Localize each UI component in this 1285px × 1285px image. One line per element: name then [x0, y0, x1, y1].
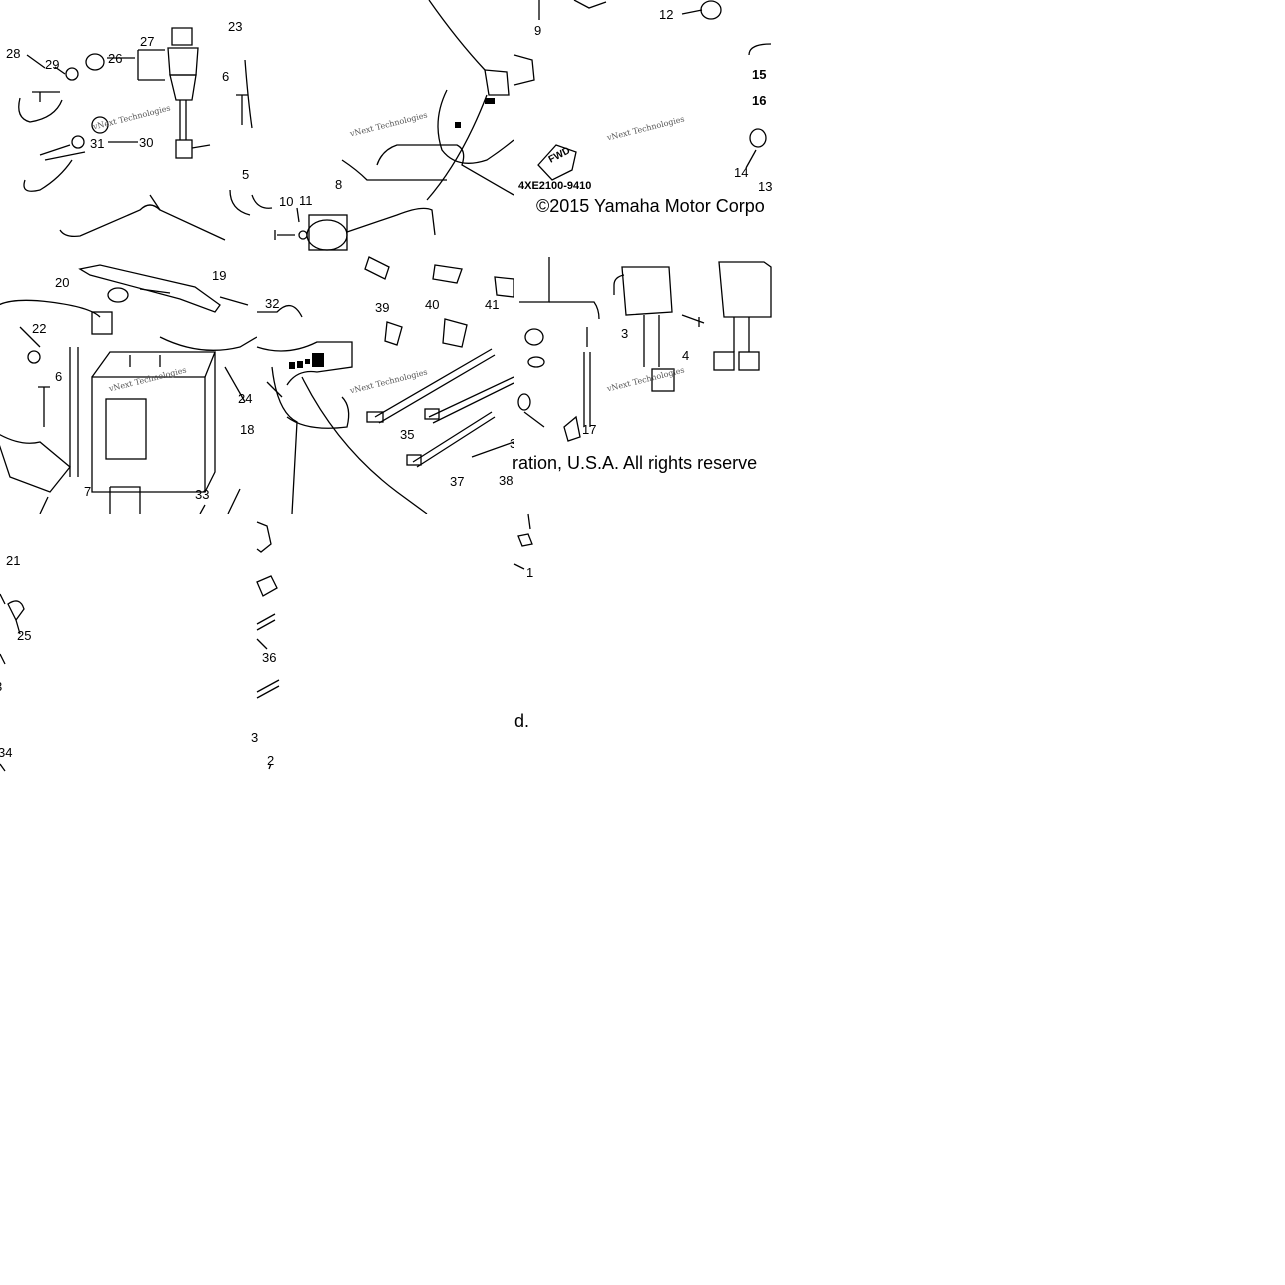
tile-bottom-left-drawing — [0, 593, 25, 772]
callout-6-top: 6 — [222, 69, 230, 84]
diagram-tile-top-middle: 8 10 11 vNext Technologies — [251, 0, 515, 257]
callout-14: 14 — [734, 165, 749, 180]
callout-40: 40 — [425, 297, 440, 312]
callout-20: 20 — [55, 275, 70, 290]
tile-top-left-drawing — [18, 27, 253, 241]
callout-6-mid: 6 — [55, 369, 63, 384]
tile-top-middle-drawing — [251, 0, 515, 251]
copyright-part-1: ©2015 Yamaha Motor Corpo — [536, 196, 765, 216]
copyright-part-2: ration, U.S.A. All rights reserve — [512, 453, 758, 473]
callout-7: 7 — [84, 484, 92, 499]
callout-32: 32 — [265, 296, 280, 311]
tile-bottom-right-drawing — [513, 513, 533, 570]
callout-33: 33 — [195, 487, 210, 502]
diagram-code: 4XE2100-9410 — [518, 180, 592, 192]
diagram-tile-top-left: 28 29 26 27 23 6 31 30 5 vNext Technolog… — [0, 0, 257, 257]
callout-8-bottom: 3 — [251, 730, 259, 745]
callout-36: 36 — [262, 650, 277, 665]
callout-28: 28 — [6, 46, 21, 61]
callout-11: 11 — [299, 193, 313, 208]
callout-4: 4 — [682, 348, 690, 363]
callout-29: 29 — [45, 57, 60, 72]
callout-37: 37 — [450, 474, 465, 489]
callout-24: 24 — [238, 391, 253, 406]
callout-34: 34 — [0, 745, 13, 760]
diagram-tile-bottom-left: 21 25 3 34 — [0, 514, 257, 772]
callout-27: 27 — [140, 34, 155, 49]
callout-1: 1 — [526, 565, 534, 580]
callout-3-left: 3 — [0, 680, 2, 693]
callout-39: 39 — [375, 300, 390, 315]
tile-middle-right-drawing — [517, 257, 772, 442]
callout-12: 12 — [659, 7, 674, 22]
callout-25: 25 — [17, 628, 32, 643]
callout-23: 23 — [228, 19, 243, 34]
diagram-tile-middle-right: 3 4 17 ration, U.S.A. All rights reserve… — [512, 257, 772, 514]
diagram-tile-center: 32 39 40 41 35 37 38 3 vNext Technologie… — [256, 256, 517, 515]
tile-top-right-drawing — [513, 0, 772, 181]
callout-9: 9 — [534, 23, 542, 38]
callout-3-center: 3 — [510, 437, 517, 450]
diagram-tile-top-right: FWD 9 12 15 16 14 13 4XE2100-9410 ©2015 … — [513, 0, 773, 257]
copyright-part-3: d. — [514, 711, 530, 731]
callout-41: 41 — [485, 297, 500, 312]
callout-16: 16 — [752, 93, 767, 108]
diagram-tile-bottom-right: 1 d. — [513, 513, 771, 771]
callout-18: 18 — [240, 422, 255, 437]
tile-bottom-middle-drawing — [256, 521, 280, 770]
callout-2: 2 — [267, 753, 275, 768]
callout-8: 8 — [335, 177, 343, 192]
callout-35: 35 — [400, 427, 415, 442]
callout-19: 19 — [212, 268, 227, 283]
diagram-tile-bottom-middle: 36 3 2 — [251, 514, 514, 771]
callout-17: 17 — [582, 422, 597, 437]
callout-31: 31 — [90, 136, 105, 151]
callout-15: 15 — [752, 67, 767, 82]
callout-5: 5 — [242, 167, 250, 182]
callout-26: 26 — [108, 51, 123, 66]
callout-38: 38 — [499, 473, 514, 488]
callout-10: 10 — [279, 194, 294, 209]
diagram-tile-middle-left: 20 19 22 6 24 18 7 33 vNext Technologies — [0, 257, 258, 515]
tile-middle-left-drawing — [0, 264, 258, 515]
callout-22: 22 — [32, 321, 47, 336]
tile-center-drawing — [256, 256, 515, 515]
callout-13: 13 — [758, 179, 773, 194]
callout-21: 21 — [6, 553, 21, 568]
callout-30: 30 — [139, 135, 154, 150]
callout-3: 3 — [621, 326, 629, 341]
